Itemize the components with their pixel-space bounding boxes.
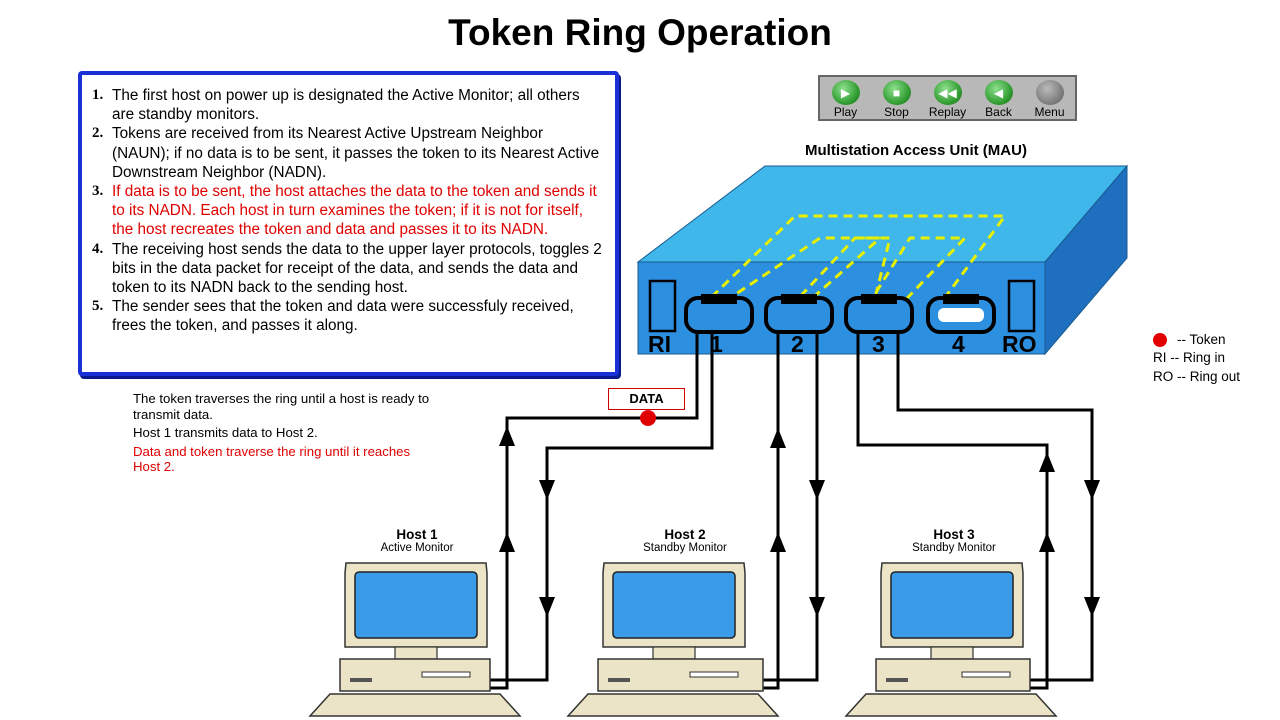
port-2-label: 2 xyxy=(791,331,804,357)
step-text: Tokens are received from its Nearest Act… xyxy=(112,125,600,181)
legend-ring-in: RI -- Ring in xyxy=(1153,350,1226,365)
page-title: Token Ring Operation xyxy=(448,12,832,53)
arrow-down xyxy=(1084,597,1100,617)
arrow-down xyxy=(539,597,555,617)
steps-panel: 1. The first host on power up is designat… xyxy=(78,71,619,376)
legend-token: -- Token xyxy=(1177,332,1226,347)
arrow-down xyxy=(809,597,825,617)
port-3-label: 3 xyxy=(872,331,885,357)
step-item: 4. The receiving host sends the data to t… xyxy=(92,240,605,298)
step-item: 3. If data is to be sent, the host attach… xyxy=(92,182,605,240)
host-2-label: Host 2 Standby Monitor xyxy=(605,527,765,554)
step-number: 5. xyxy=(92,298,104,315)
step-number: 4. xyxy=(92,240,104,257)
playback-controls: ▶ Play ■ Stop ◀◀ Replay ◀ Back Menu xyxy=(818,75,1077,121)
menu-icon xyxy=(1035,80,1064,105)
mau-top-face xyxy=(636,165,1129,263)
cable-host3-in xyxy=(856,330,1049,690)
play-label: Play xyxy=(833,105,858,119)
stop-button[interactable]: ■ Stop xyxy=(871,80,922,119)
computer-host2 xyxy=(566,562,780,717)
arrow-down xyxy=(539,480,555,500)
host-1-label: Host 1 Active Monitor xyxy=(337,527,497,554)
step-item: 1. The first host on power up is designat… xyxy=(92,86,605,124)
port-4-label: 4 xyxy=(952,331,965,357)
host-role: Active Monitor xyxy=(380,542,454,554)
cable-host2-out xyxy=(763,330,819,682)
play-button[interactable]: ▶ Play xyxy=(820,80,871,119)
host-3-label: Host 3 Standby Monitor xyxy=(874,527,1034,554)
host-name: Host 2 xyxy=(664,527,706,542)
step-item: 5. The sender sees that the token and dat… xyxy=(92,297,605,335)
arrow-up xyxy=(770,428,786,448)
menu-button[interactable]: Menu xyxy=(1024,80,1075,119)
arrow-up xyxy=(770,532,786,552)
menu-label: Menu xyxy=(1034,105,1065,119)
back-label: Back xyxy=(985,105,1012,119)
step-item: 2. Tokens are received from its Nearest A… xyxy=(92,124,605,182)
cables xyxy=(490,330,1094,690)
step-number: 3. xyxy=(92,183,104,200)
ring-out-slot xyxy=(1007,279,1036,333)
cable-host3-out xyxy=(896,330,1094,682)
flow-arrows xyxy=(499,426,1100,617)
step-text: If data is to be sent, the host attaches… xyxy=(112,183,597,239)
replay-label: Replay xyxy=(928,105,967,119)
stop-label: Stop xyxy=(884,105,909,119)
arrow-down xyxy=(1084,480,1100,500)
ring-in-slot xyxy=(648,279,677,333)
notes-text: The token traverses the ring until a hos… xyxy=(133,391,453,478)
computer-host1 xyxy=(308,562,522,717)
stop-icon: ■ xyxy=(882,80,911,105)
port-2 xyxy=(764,294,834,334)
arrow-up xyxy=(499,426,515,446)
cable-host1-out xyxy=(490,330,714,682)
host-role: Standby Monitor xyxy=(912,542,996,554)
legend-token-dot xyxy=(1153,333,1167,347)
data-label: DATA xyxy=(608,388,685,410)
step-number: 2. xyxy=(92,125,104,142)
arrow-up xyxy=(499,532,515,552)
port-1-label: 1 xyxy=(710,331,723,357)
ring-out-label: RO xyxy=(1002,331,1037,357)
note-line: Host 1 transmits data to Host 2. xyxy=(133,425,318,441)
replay-icon: ◀◀ xyxy=(933,80,962,105)
port-4 xyxy=(926,294,996,334)
step-number: 1. xyxy=(92,87,104,103)
legend-ring-out: RO -- Ring out xyxy=(1153,369,1241,384)
replay-button[interactable]: ◀◀ Replay xyxy=(922,80,973,119)
token-marker xyxy=(640,410,656,426)
host-name: Host 3 xyxy=(933,527,975,542)
note-line: Data and token traverse the ring until i… xyxy=(133,443,411,475)
mau-unit xyxy=(636,164,1129,356)
host-name: Host 1 xyxy=(396,527,438,542)
arrow-up xyxy=(1039,452,1055,472)
steps-list: 1. The first host on power up is designat… xyxy=(92,86,605,336)
play-icon: ▶ xyxy=(831,80,860,105)
port-3 xyxy=(844,294,914,334)
back-button[interactable]: ◀ Back xyxy=(973,80,1024,119)
cable-host2-in xyxy=(763,330,780,690)
step-text: The first host on power up is designated… xyxy=(112,87,580,124)
port-1 xyxy=(684,294,754,334)
arrow-up xyxy=(1039,532,1055,552)
back-icon: ◀ xyxy=(984,80,1013,105)
step-text: The receiving host sends the data to the… xyxy=(112,240,602,297)
step-text: The sender sees that the token and data … xyxy=(112,298,574,335)
ring-path xyxy=(688,214,1008,320)
cable-host1-in xyxy=(490,330,699,690)
note-line: The token traverses the ring until a hos… xyxy=(133,391,430,422)
mau-title: Multistation Access Unit (MAU) xyxy=(805,142,1027,159)
computer-host3 xyxy=(844,562,1058,717)
host-role: Standby Monitor xyxy=(643,542,727,554)
ring-in-label: RI xyxy=(648,331,671,357)
arrow-down xyxy=(809,480,825,500)
